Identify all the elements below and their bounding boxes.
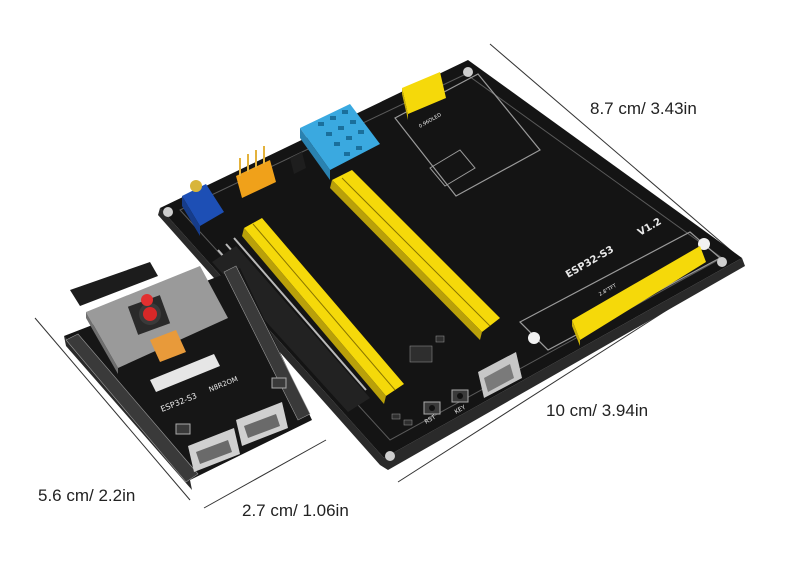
mount-hole <box>163 207 173 217</box>
devboard-usb-c-2 <box>236 402 288 446</box>
smd-components <box>391 335 445 426</box>
mount-hole <box>463 67 473 77</box>
camera-module <box>127 294 186 362</box>
tft-header <box>572 246 706 346</box>
devboard-usb-c-1 <box>188 428 240 472</box>
mount-hole <box>385 451 395 461</box>
dimension-line-depth <box>489 43 743 261</box>
potentiometer <box>182 180 224 236</box>
oled-outline <box>394 73 541 197</box>
oled-header <box>402 72 446 120</box>
mount-hole <box>698 238 710 250</box>
dimension-label-small-width: 2.7 cm/ 1.06in <box>242 501 349 520</box>
dimension-line-small-width <box>203 439 327 509</box>
mount-hole <box>717 257 727 267</box>
jumper-pins <box>236 146 306 198</box>
dimension-label-small-length: 5.6 cm/ 2.2in <box>38 486 136 505</box>
expansion-board: ESP32-S3 V1.2 0.96OLED 2.8"TFT RST KEY <box>158 60 745 470</box>
devboard-button-boot <box>175 423 191 435</box>
dimension-label-large-depth: 8.7 cm/ 3.43in <box>590 99 697 118</box>
silk-key-label: KEY <box>454 404 468 416</box>
fpc-connector <box>150 354 220 392</box>
dht11-sensor <box>300 104 380 180</box>
devboard-button-reset <box>271 377 287 389</box>
left-pin-housing <box>212 246 370 412</box>
devboard-header-right <box>330 170 500 340</box>
dimension-label-large-width: 10 cm/ 3.94in <box>546 401 649 420</box>
devboard-pins-left <box>65 333 199 483</box>
rst-button <box>423 401 441 415</box>
usb-c-port <box>478 352 522 398</box>
devboard-pins-right <box>223 265 311 421</box>
mount-hole <box>528 332 540 344</box>
key-button <box>451 389 469 403</box>
dimension-line-small-length <box>34 317 191 501</box>
esp32-s3-devboard: ESP32-S3 N8R2OM <box>64 262 312 490</box>
devboard-header-left <box>242 218 404 404</box>
